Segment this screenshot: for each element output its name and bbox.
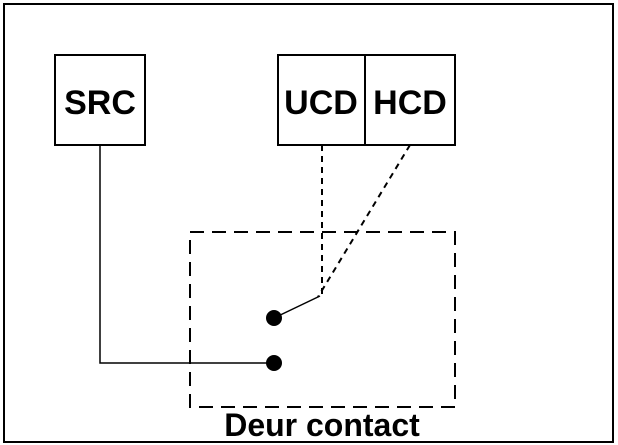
deur-contact-enclosure	[189, 231, 456, 408]
hcd-link	[317, 144, 411, 298]
ucd-label: UCD	[284, 84, 358, 122]
hcd-label: HCD	[373, 84, 447, 122]
switch-upper-terminal	[266, 310, 282, 326]
switch-lower-terminal	[266, 355, 282, 371]
deur-contact-label: Deur contact	[224, 407, 420, 443]
src-wire	[99, 145, 274, 364]
switch-arm	[273, 295, 321, 319]
src-label: SRC	[64, 84, 136, 122]
outer-frame	[3, 3, 614, 443]
